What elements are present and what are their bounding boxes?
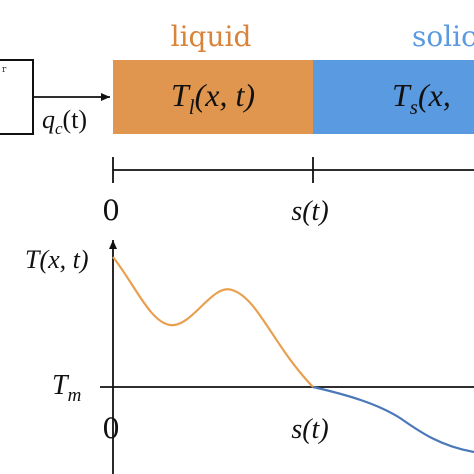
- temperature-axis-label: T(x, t): [25, 245, 89, 274]
- flux-label: qc(t): [42, 105, 87, 138]
- melting-temperature-label: Tm: [52, 370, 81, 406]
- position-axis-interface-label: s(t): [291, 196, 328, 227]
- solid-region: [313, 60, 474, 134]
- solid-label: solic: [412, 20, 474, 53]
- plot-interface-label: s(t): [291, 414, 328, 445]
- liquid-temperature-label: Tl(x, t): [171, 77, 255, 119]
- liquid-temperature-curve: [112, 256, 314, 388]
- solid-temperature-label: Ts(x,: [392, 77, 451, 119]
- solid-temperature-curve: [312, 385, 474, 454]
- heat-source-mark: r: [2, 65, 7, 75]
- liquid-region: [113, 60, 313, 134]
- plot-origin-label: 0: [102, 412, 120, 445]
- position-axis-origin-label: 0: [102, 194, 120, 227]
- liquid-label: liquid: [171, 20, 252, 53]
